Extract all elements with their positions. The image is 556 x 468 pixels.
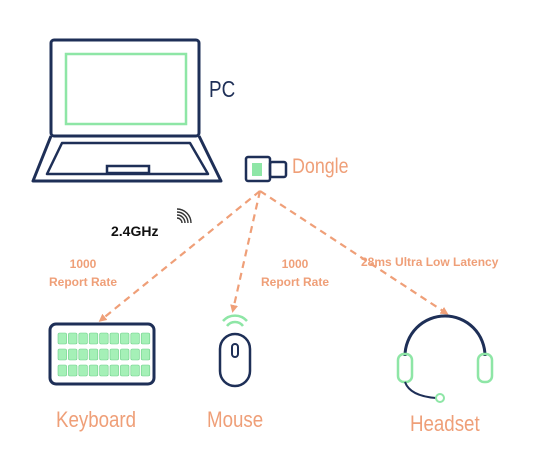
keyboard-key (88, 348, 99, 361)
keyboard-key (120, 348, 130, 361)
keyboard-key (57, 364, 67, 377)
keyboard-key (109, 364, 119, 377)
keyboard-rate-value: 1000 (69, 257, 97, 271)
keyboard-report-rate: 1000 Report Rate (36, 255, 130, 291)
dongle-label: Dongle (292, 155, 349, 178)
keyboard-key (57, 348, 67, 361)
keyboard-key (140, 332, 151, 345)
laptop-icon (31, 38, 223, 183)
mouse-rate-unit: Report Rate (260, 275, 329, 289)
keyboard-key (109, 348, 119, 361)
wireless-signal-icon (176, 208, 192, 224)
keyboard-key (120, 332, 130, 345)
keyboard-key (99, 332, 109, 345)
headset-label: Headset (410, 411, 480, 436)
frequency-label: 2.4GHz (111, 223, 159, 239)
arrow-to-keyboard (98, 190, 261, 322)
keyboard-key (88, 364, 99, 377)
keyboard-key (109, 332, 119, 345)
headset-latency-label: 28ms Ultra Low Latency (361, 255, 499, 269)
keyboard-key (130, 364, 140, 377)
arrow-to-headset (259, 190, 449, 315)
headset-icon (396, 314, 494, 403)
mouse-icon (218, 314, 252, 388)
keyboard-key (78, 348, 88, 361)
keyboard-key (120, 364, 130, 377)
keyboard-key (140, 364, 151, 377)
mouse-rate-value: 1000 (281, 257, 309, 271)
keyboard-key (99, 364, 109, 377)
arrow-to-mouse (230, 190, 262, 313)
dongle-icon (244, 155, 288, 183)
keyboard-label: Keyboard (56, 407, 137, 432)
keyboard-icon (48, 322, 156, 386)
connection-arrows (98, 190, 449, 322)
keyboard-key (130, 332, 140, 345)
mouse-report-rate: 1000 Report Rate (248, 255, 342, 291)
pc-label: PC (209, 76, 236, 102)
keyboard-key (68, 332, 78, 345)
keyboard-key (78, 332, 88, 345)
keyboard-key (78, 364, 88, 377)
keyboard-key (99, 348, 109, 361)
mouse-label: Mouse (207, 407, 264, 432)
keyboard-key (57, 332, 67, 345)
keyboard-key (140, 348, 151, 361)
keyboard-key (88, 332, 99, 345)
keyboard-key (68, 348, 78, 361)
keyboard-rate-unit: Report Rate (48, 275, 117, 289)
keyboard-key (130, 348, 140, 361)
keyboard-key (68, 364, 78, 377)
